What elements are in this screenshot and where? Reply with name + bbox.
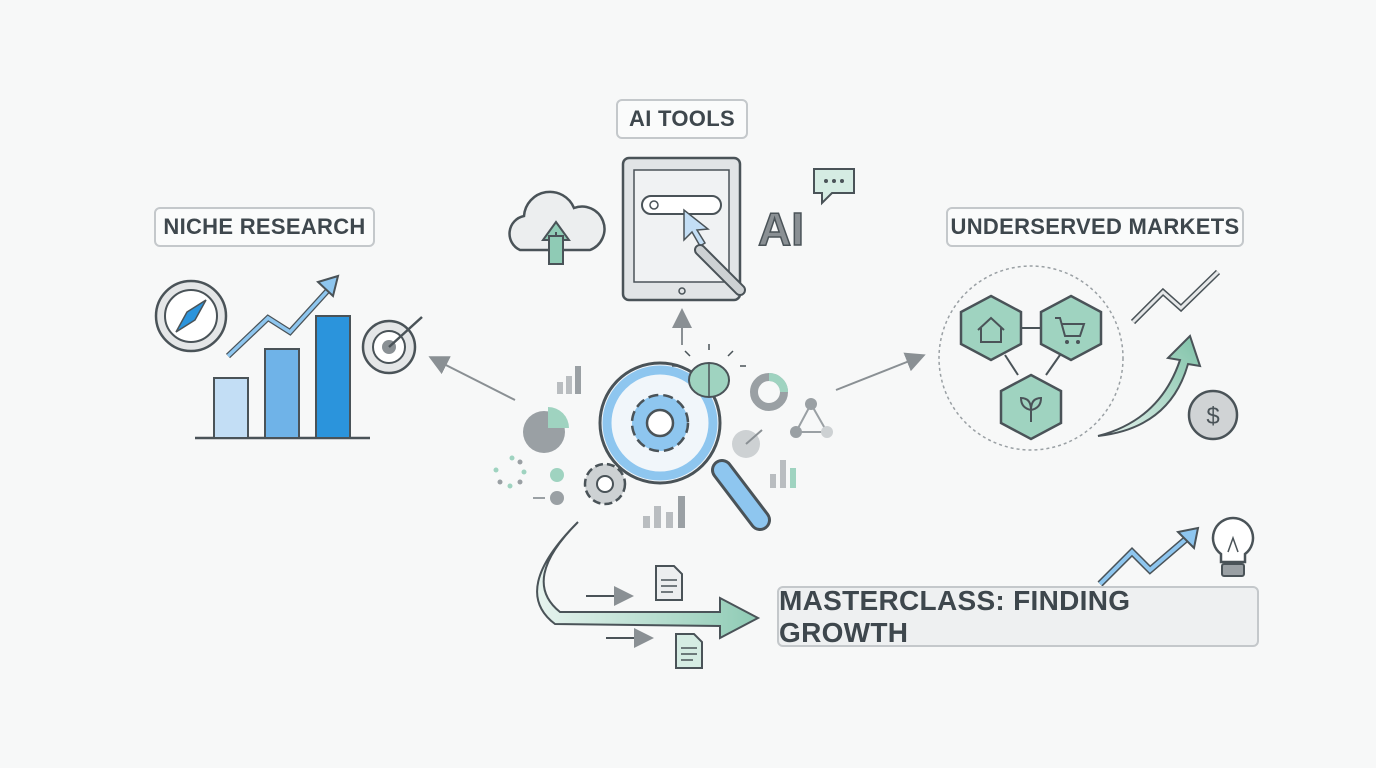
cloud-upload-icon — [508, 190, 606, 265]
arrow-to-niche — [428, 356, 516, 401]
pie-chart-icon — [523, 407, 569, 453]
arrow-to-markets — [835, 352, 926, 391]
niche-research-label: NICHE RESEARCH — [154, 207, 375, 247]
markets-circle — [938, 265, 1124, 451]
niche-research-chart — [195, 274, 370, 440]
lightbulb-icon — [1211, 516, 1255, 577]
underserved-markets-label: UNDERSERVED MARKETS — [946, 207, 1244, 247]
dots-icon — [493, 455, 564, 505]
home-hexagon — [959, 294, 1023, 362]
small-gear-icon — [583, 462, 627, 506]
flow-arrow — [536, 521, 761, 640]
growth-curve-arrow — [1097, 334, 1202, 437]
cart-hexagon — [1039, 294, 1103, 362]
chat-bubble-icon — [813, 168, 855, 206]
bar-icons — [557, 366, 796, 528]
magnifier-gear-icon — [598, 361, 771, 531]
compass-icon — [154, 279, 228, 353]
network-icon — [790, 398, 833, 438]
market-hexagons — [959, 294, 1103, 441]
brain-icon — [672, 344, 746, 398]
svg-text:$: $ — [1206, 403, 1219, 430]
dollar-coin-icon: $ — [1187, 389, 1239, 441]
document-icons — [586, 565, 703, 669]
trend-up-arrow-gray — [1130, 269, 1221, 325]
tablet-icon — [621, 156, 746, 302]
masterclass-trend-arrow — [1097, 531, 1195, 587]
ai-glyph: AI — [758, 203, 804, 255]
masterclass-title: MASTERCLASS: FINDING GROWTH — [777, 585, 1259, 648]
target-icon — [361, 316, 423, 375]
ai-tools-label: AI TOOLS — [616, 99, 748, 139]
pie-small-icon — [732, 429, 763, 458]
donut-chart-icon — [750, 373, 788, 411]
